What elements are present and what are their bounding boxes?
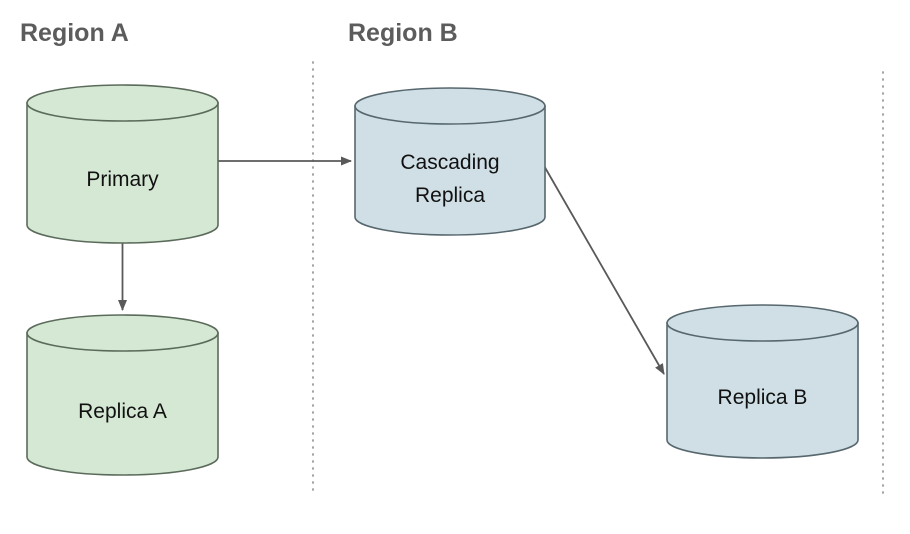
edge-line-diagonal <box>542 163 665 375</box>
edge-cascading-replica-to-replica-b <box>542 163 665 375</box>
node-cascading-replica[interactable]: Cascading Replica <box>354 87 546 236</box>
replica-a-label: Replica A <box>78 400 167 423</box>
replica-a-cylinder-body <box>26 332 219 476</box>
primary-label: Primary <box>86 168 159 191</box>
cascading-replica-label-line-2: Replica <box>415 184 485 207</box>
replica-b-label: Replica B <box>718 386 808 409</box>
region-label-b: Region B <box>348 19 458 47</box>
replica-b-cylinder-top <box>666 304 859 342</box>
region-label-a: Region A <box>20 19 129 47</box>
cascading-replica-label-line-1: Cascading <box>400 151 499 174</box>
node-primary[interactable]: Primary <box>26 84 219 244</box>
replica-b-cylinder-body <box>666 322 859 459</box>
primary-cylinder-body <box>26 102 219 244</box>
primary-cylinder-top <box>26 84 219 122</box>
cascading-replica-cylinder-body <box>354 105 546 236</box>
cascading-replica-cylinder-top <box>354 87 546 125</box>
node-replica-b[interactable]: Replica B <box>666 304 859 459</box>
node-replica-a[interactable]: Replica A <box>26 314 219 476</box>
replica-a-cylinder-top <box>26 314 219 352</box>
